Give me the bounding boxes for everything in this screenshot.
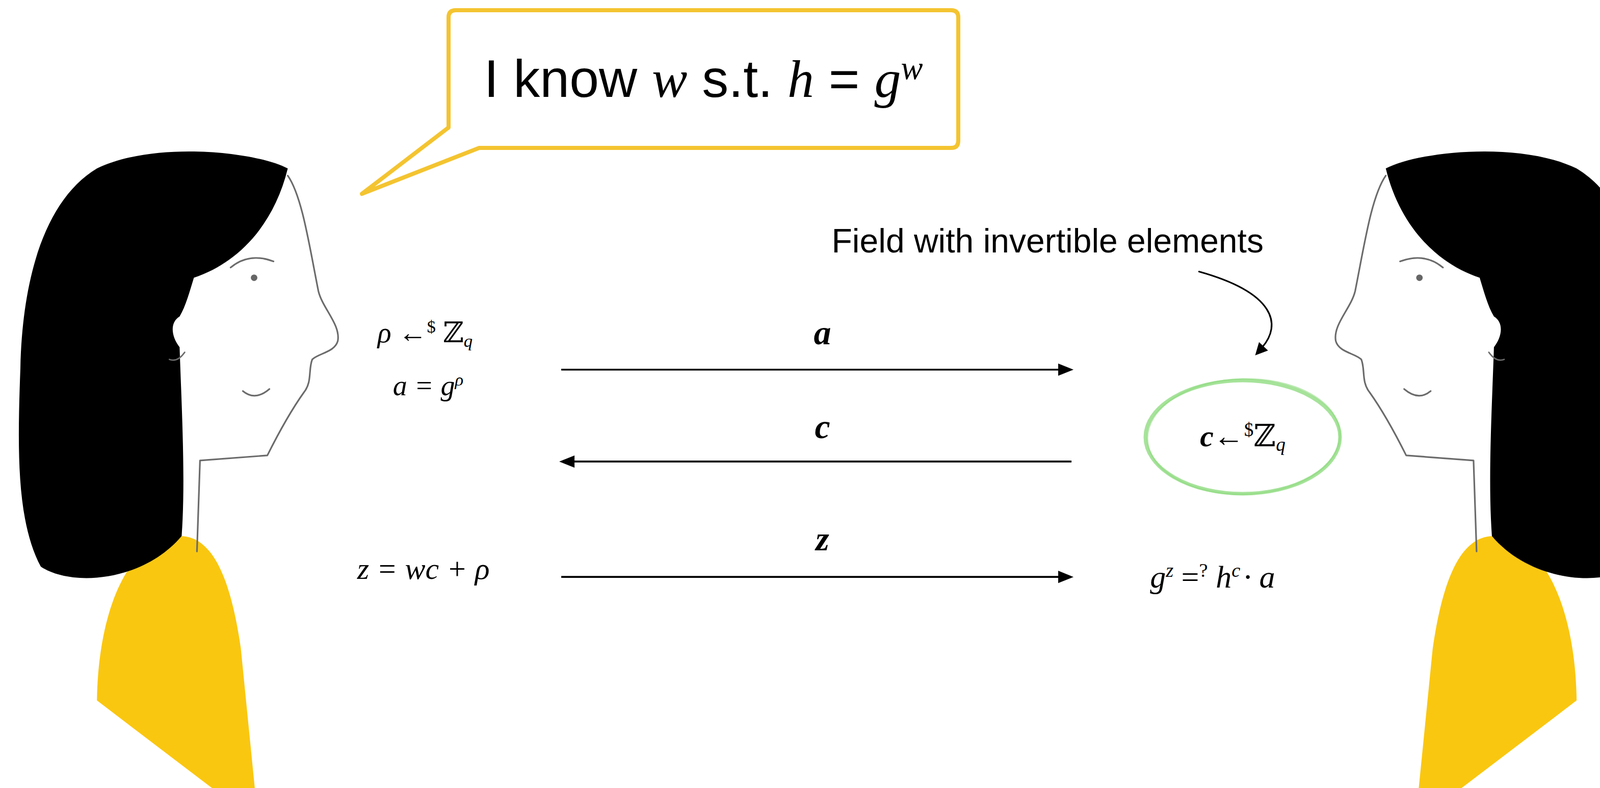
math-text: ρ [455,369,464,390]
math-text: q [463,330,473,351]
arrow-line [571,460,1072,463]
eyebrow [230,257,274,268]
message-arrows [559,363,1074,583]
math-text: a [814,312,832,352]
bubble-outline [361,10,959,194]
arrow-line [561,575,1062,578]
math-text: z = wc + ρ [357,551,490,586]
word: = [828,48,860,109]
math-text: h [1215,559,1232,594]
node-text-line: c←$ℤq [1199,417,1286,457]
message-label: a [814,311,832,354]
node-text: w [900,49,923,87]
arrow-head [1058,363,1074,376]
callout-head [1254,342,1268,356]
word-space [859,48,875,109]
node-text: ℤ [1253,418,1276,453]
math-text: z [815,518,829,558]
prover-commit: a = gρ [392,368,464,403]
callout-curve [1198,271,1272,348]
node-text: c← [1199,418,1245,453]
math-text: a = g [392,369,456,402]
node-text: $ [1244,418,1254,440]
math-text: $ [427,316,436,337]
math-text: ? [1199,559,1209,581]
math-text: c [1231,559,1241,581]
prover-response: z = wc + ρ [357,549,490,587]
word: I [484,48,500,109]
verifier-check: gz =? hc· a [1149,557,1275,596]
callout-text: Field with invertible elements [831,221,1264,260]
node-text: q [1275,433,1286,455]
shirt [96,535,255,788]
jaw-line [169,352,185,360]
arrow-line [561,368,1062,371]
random-sample-ellipse: c←$ℤq [1142,377,1343,496]
math-text: z [1165,559,1174,581]
node-text-line: I know w s.t. h = gw [484,46,924,112]
math-text: = [1181,559,1200,594]
word: g [874,49,901,109]
word: s.t. [701,48,773,109]
smile [242,388,270,396]
math-text: ℤ [442,316,464,349]
arrow-head [1058,570,1074,583]
node-text: I know w s.t. h = g [484,48,902,109]
callout-arrow [1198,271,1272,356]
eye [250,274,258,281]
callout-note: Field with invertible elements [831,220,1264,261]
prover-sample: ρ ←$ ℤq [377,315,474,352]
person-figure-mirrored [1335,151,1600,788]
word-space [772,48,788,109]
hair [18,151,288,579]
scene [18,151,1600,788]
word-space [814,48,829,109]
ellipse-stroke-rough [1145,376,1342,497]
message-label: z [815,517,829,560]
word: h [787,49,815,109]
word-space [687,48,702,109]
math-text: c [814,406,830,446]
word-space [637,48,652,109]
word-space [498,48,514,109]
math-text: · a [1243,559,1275,594]
message-label: c [814,405,830,448]
person-figure [18,151,338,788]
arrow-head [559,455,575,468]
math-text: g [1149,559,1166,594]
word: know [513,48,638,109]
word: w [651,49,688,109]
speech-bubble: I know w s.t. h = gw [448,10,959,148]
math-text: ρ ← [377,316,428,349]
